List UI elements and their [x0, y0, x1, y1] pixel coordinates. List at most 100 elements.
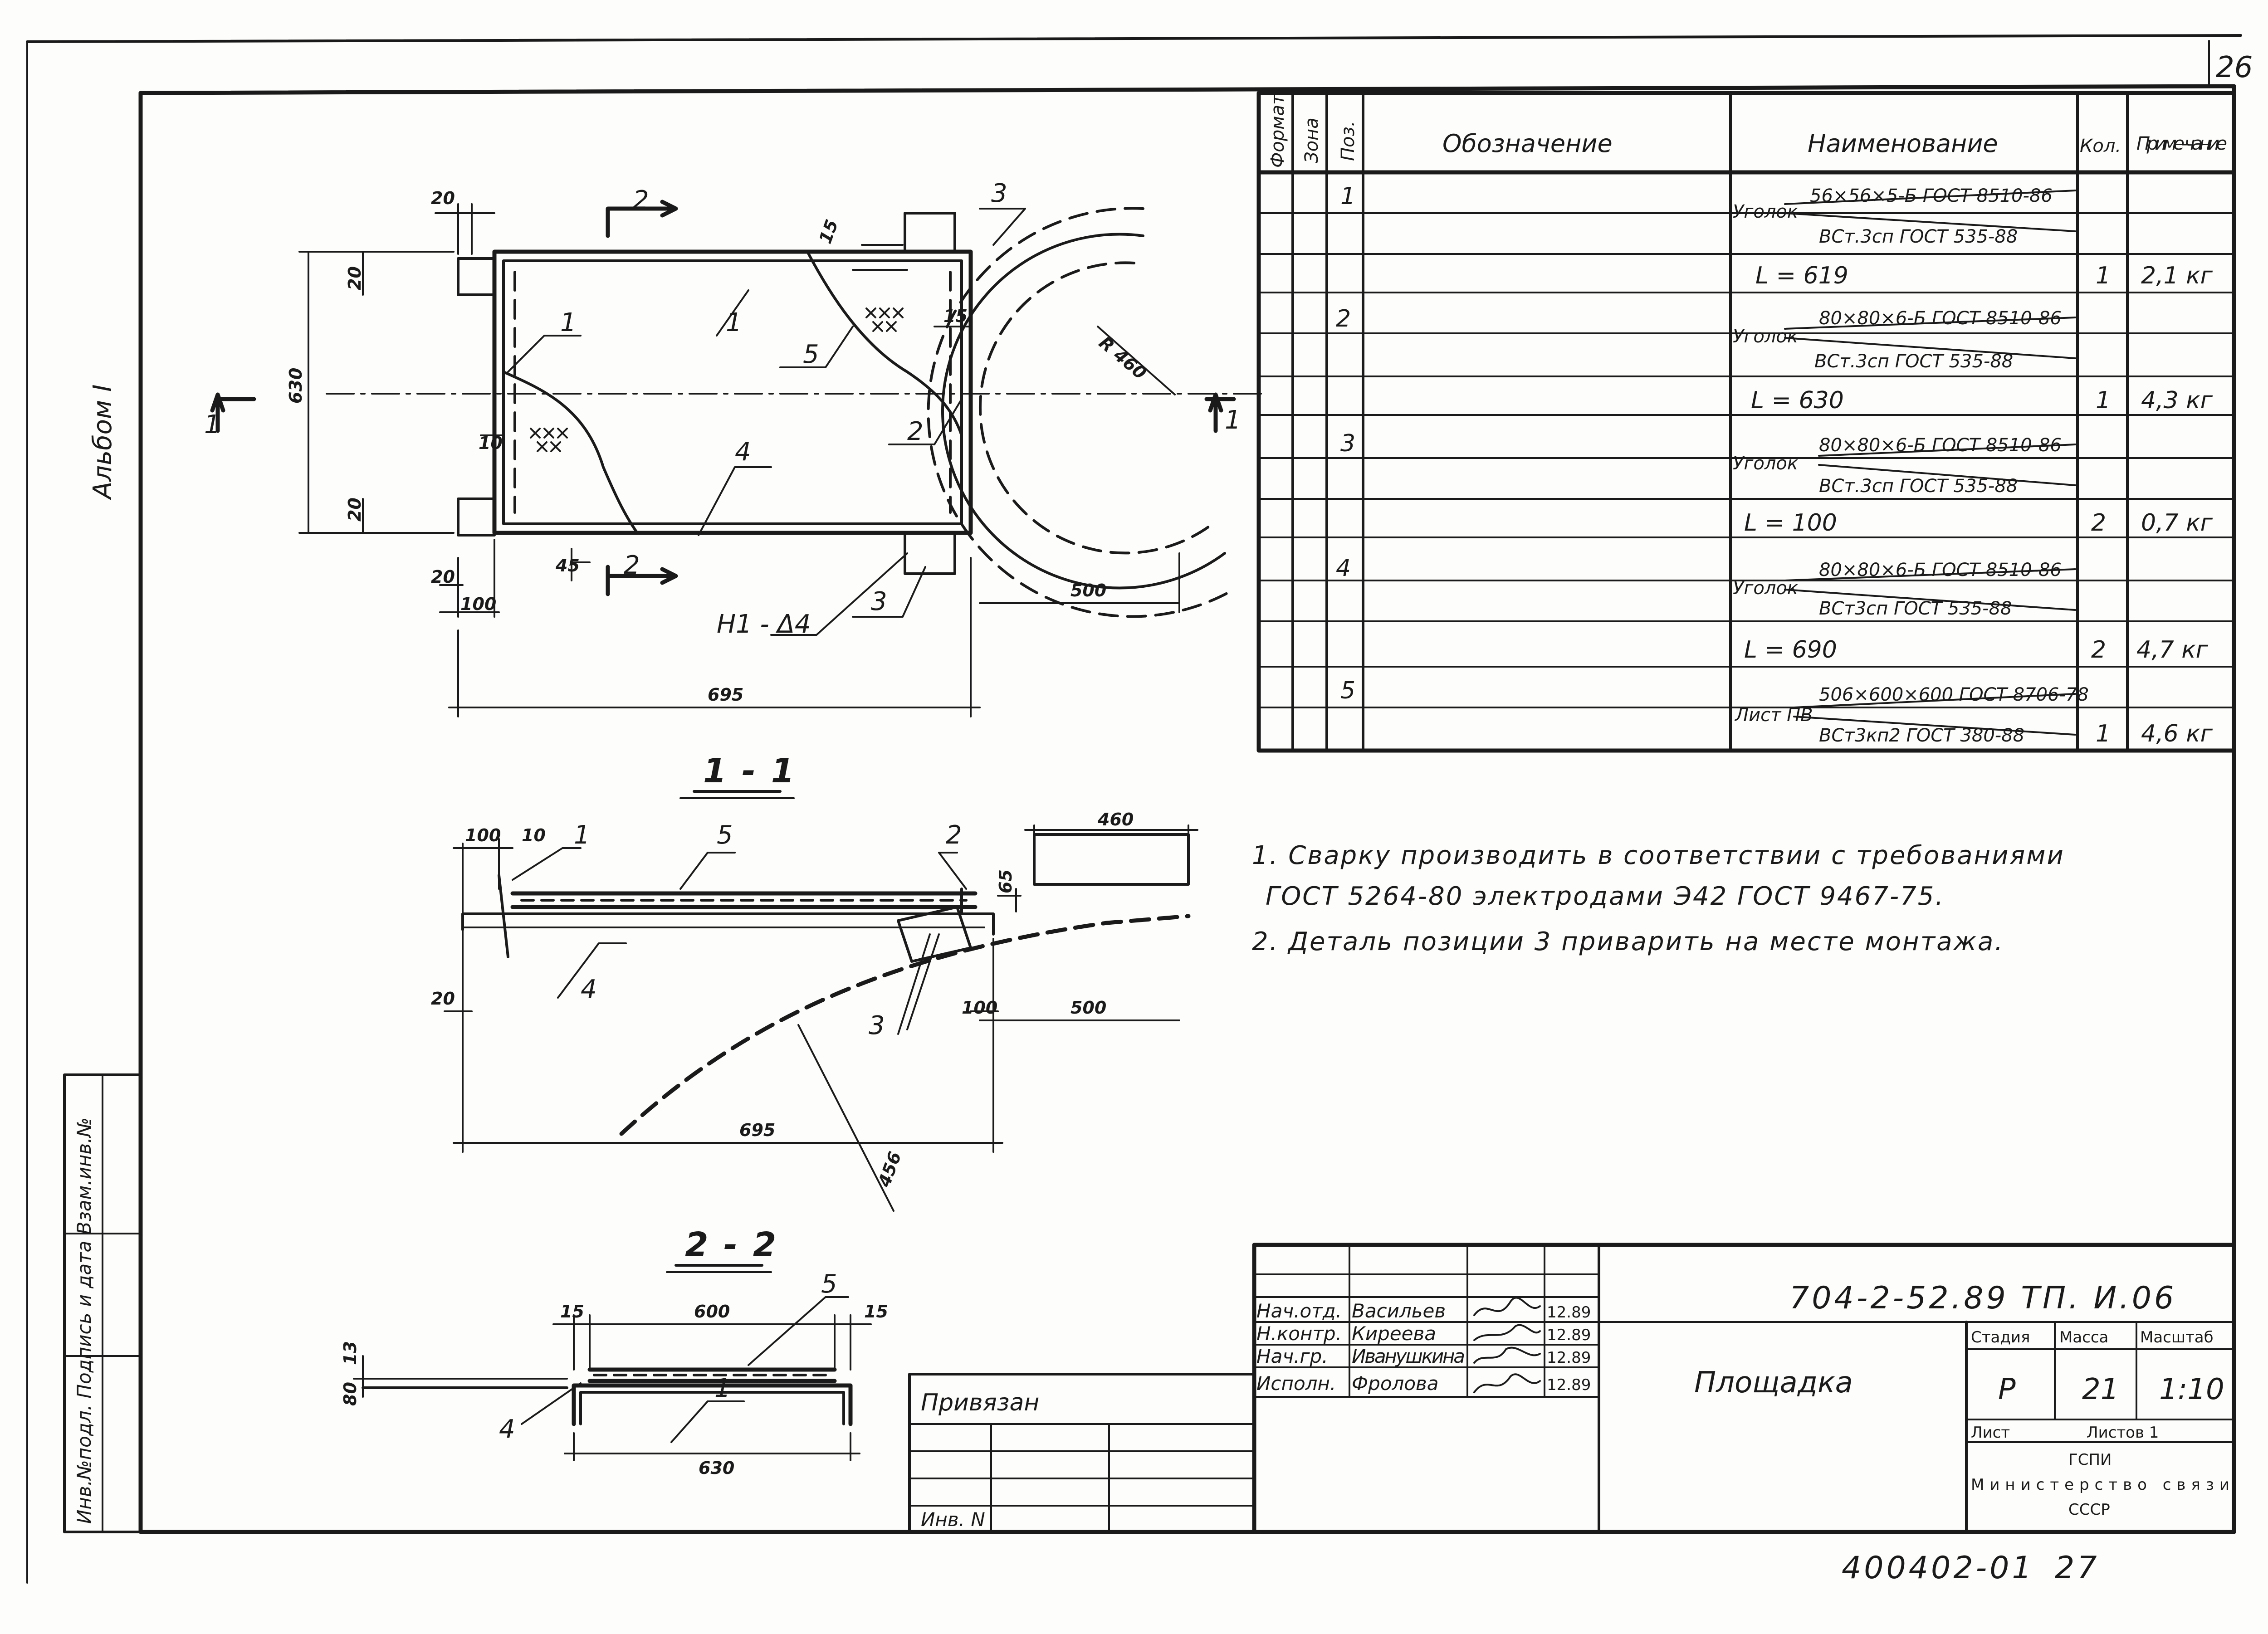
note-line-1: 1. Сварку производить в соответствии с т…: [1252, 841, 2065, 870]
spec-header-note: Приме-чание: [2136, 133, 2227, 154]
s22-pos-1: 1: [714, 1374, 731, 1403]
plan-dim-630: 630: [286, 368, 306, 404]
note-line-3: 2. Деталь позиции 3 приварить на месте м…: [1252, 927, 2004, 956]
plan-dim-20-b: 20: [345, 498, 365, 522]
s11-dim-500: 500: [1070, 998, 1106, 1018]
spec-row-2-name-top: 80×80×6-Б ГОСТ 8510-86: [1819, 308, 2062, 329]
s22-dim-13: 13: [340, 1341, 360, 1365]
spec-row-2-name-main: Уголок: [1733, 326, 1798, 347]
left-stamp-strip: [63, 1073, 142, 1533]
plan-dim-45: 45: [555, 556, 580, 576]
s22-pos-5: 5: [821, 1269, 837, 1299]
s11-pos-5: 5: [717, 820, 733, 850]
sig-role-3: Нач.гр.: [1256, 1345, 1328, 1367]
note-line-2: ГОСТ 5264-80 электродами Э42 ГОСТ 9467-7…: [1266, 882, 1945, 911]
s11-dim-10: 10: [522, 825, 546, 845]
s11-radius: 456: [874, 1149, 905, 1190]
plan-view: [210, 200, 1262, 717]
spec-row-3-note: 0,7 кг: [2141, 509, 2213, 537]
spec-row-3-name-top: 80×80×6-Б ГОСТ 8510-86: [1819, 435, 2062, 456]
spec-row-4-length: L = 690: [1744, 636, 1837, 663]
mass-label: Масса: [2059, 1328, 2108, 1346]
plan-dim-695: 695: [708, 685, 743, 705]
plan-pos-1-b: 1: [726, 308, 742, 337]
section-mark-2-top: 2: [633, 185, 649, 215]
spec-row-5-pos: 5: [1340, 677, 1355, 704]
plan-pos-2: 2: [907, 417, 924, 446]
org-line-3: СССР: [2068, 1501, 2110, 1519]
spec-row-1-name-bottom: ВСт.3сп ГОСТ 535-88: [1819, 226, 2018, 247]
spec-header-qty: Кол.: [2080, 136, 2121, 156]
spec-row-1-pos: 1: [1340, 183, 1355, 210]
spec-row-5-name-main: Лист ПВ: [1734, 705, 1813, 726]
stage-value: Р: [1998, 1373, 2016, 1406]
plan-dim-15-b: 15: [943, 306, 968, 326]
spec-row-4-note: 4,7 кг: [2136, 636, 2209, 663]
plan-pos-1-a: 1: [560, 308, 577, 337]
spec-row-4-name-top: 80×80×6-Б ГОСТ 8510-86: [1819, 560, 2062, 580]
plan-dim-20-c: 20: [431, 188, 455, 208]
sig-role-2: Н.контр.: [1256, 1322, 1342, 1345]
spec-row-1-name-main: Уголок: [1733, 201, 1798, 222]
s11-pos-4: 4: [581, 975, 597, 1004]
section-mark-2-bottom: 2: [624, 551, 640, 580]
title-name: Площадка: [1694, 1366, 1853, 1400]
spec-row-3-length: L = 100: [1744, 509, 1837, 537]
plan-dim-500: 500: [1070, 580, 1106, 600]
spec-row-2-qty: 1: [2096, 387, 2111, 414]
spec-header-designation: Обозначение: [1442, 129, 1613, 158]
margin-album-label: Альбом I: [88, 385, 117, 500]
spec-row-2-length: L = 630: [1751, 387, 1844, 414]
sig-date-1: 12.89: [1547, 1303, 1591, 1322]
section-1-1: [444, 790, 1198, 1212]
footer-code: 400402-01: [1842, 1550, 2034, 1586]
s22-dim-80: 80: [340, 1382, 360, 1406]
spec-row-1-note: 2,1 кг: [2141, 262, 2213, 289]
plan-pos-4: 4: [735, 437, 751, 467]
spec-table-grid: [1256, 91, 2236, 753]
spec-row-2-name-bottom: ВСт.3сп ГОСТ 535-88: [1814, 351, 2013, 372]
binding-title: Привязан: [921, 1389, 1039, 1416]
title-block-grid: [1252, 1243, 2236, 1534]
spec-row-4-pos: 4: [1336, 555, 1351, 582]
sig-name-3: Иванушкина: [1352, 1345, 1465, 1367]
binding-table-grid: [908, 1373, 1256, 1533]
org-line-2: Министерство связи: [1971, 1476, 2229, 1494]
plan-dim-100: 100: [460, 594, 496, 614]
plan-dim-20-d: 20: [431, 567, 455, 587]
s22-dim-15-a: 15: [560, 1302, 584, 1322]
spec-header-zone: Зона: [1301, 117, 1322, 163]
s22-pos-4: 4: [499, 1415, 515, 1444]
spec-header-name: Наименование: [1808, 129, 1998, 158]
spec-row-5-note: 4,6 кг: [2141, 720, 2213, 747]
section-2-2-title: 2 - 2: [685, 1225, 778, 1264]
stage-label: Стадия: [1971, 1328, 2030, 1346]
spec-row-3-name-bottom: ВСт.3сп ГОСТ 535-88: [1819, 476, 2018, 497]
spec-row-4-name-main: Уголок: [1733, 578, 1798, 599]
spec-row-1-qty: 1: [2096, 262, 2111, 289]
spec-row-5-qty: 1: [2096, 720, 2111, 747]
title-doc-code: 704-2-52.89 ТП. И.06: [1789, 1280, 2176, 1316]
binding-inv: Инв. N: [921, 1508, 985, 1531]
page-number: 26: [2216, 51, 2253, 84]
s11-pos-1: 1: [574, 820, 590, 850]
sig-name-4: Фролова: [1352, 1372, 1439, 1395]
s11-dim-100-b: 100: [962, 998, 997, 1018]
plan-pos-5: 5: [803, 340, 819, 369]
spec-row-2-pos: 2: [1336, 305, 1351, 332]
sig-role-1: Нач.отд.: [1256, 1300, 1342, 1322]
plan-pos-3-b: 3: [871, 587, 887, 616]
sheet-label: Лист: [1971, 1424, 2010, 1442]
spec-row-3-pos: 3: [1340, 430, 1355, 457]
sig-role-4: Исполн.: [1256, 1372, 1336, 1395]
org-line-1: ГСПИ: [2068, 1451, 2112, 1469]
plan-dim-10: 10: [479, 433, 503, 453]
sheets-label: Листов 1: [2087, 1424, 2159, 1442]
footer-page: 27: [2055, 1550, 2100, 1586]
section-1-1-title: 1 - 1: [703, 751, 796, 790]
spec-row-5-name-top: 506×600×600 ГОСТ 8706-78: [1819, 684, 2089, 705]
plan-weld-mark: Н1 - Δ4: [717, 610, 811, 639]
scale-label: Масштаб: [2140, 1328, 2214, 1346]
